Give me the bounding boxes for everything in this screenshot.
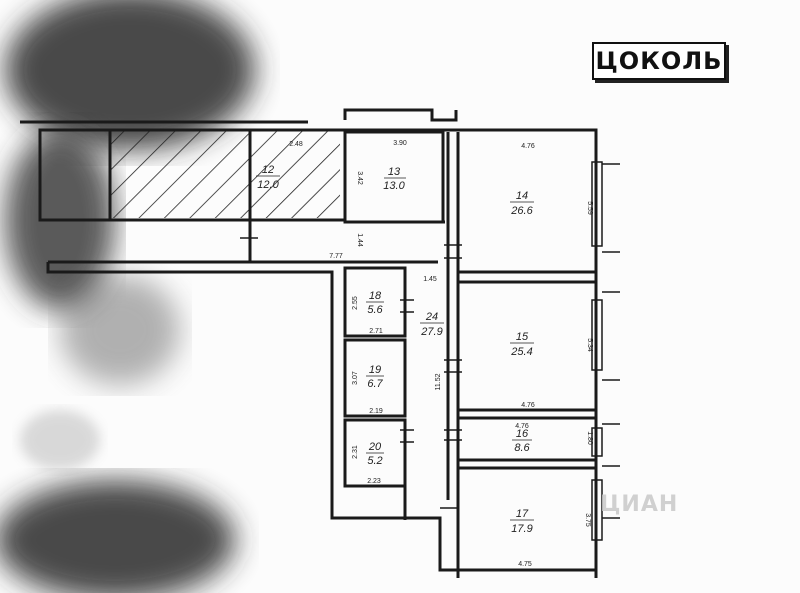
room-number: 19 [369, 364, 381, 376]
room-area: 6.7 [367, 378, 383, 390]
room-number: 14 [516, 190, 528, 202]
scan-noise [0, 0, 255, 593]
dimension: 2.23 [367, 478, 381, 485]
dimension: 2.48 [289, 141, 303, 148]
room-area: 26.6 [510, 205, 533, 217]
room-area: 5.2 [367, 455, 382, 467]
dimension: 3.07 [352, 371, 359, 385]
dimension: 2.71 [369, 328, 383, 335]
dimension: 7.77 [329, 253, 343, 260]
dimension: 4.76 [515, 423, 529, 430]
room-number: 13 [388, 166, 401, 178]
room-number: 20 [368, 441, 382, 453]
dimension: 3.42 [356, 171, 363, 185]
room-number: 17 [516, 508, 529, 520]
dimension: 2.19 [369, 408, 383, 415]
watermark: ЦИАН [600, 492, 679, 517]
room-area: 17.9 [511, 523, 532, 535]
room-number: 16 [516, 428, 529, 440]
room-area: 12.0 [257, 179, 279, 191]
room-number: 18 [369, 290, 382, 302]
dimension: 5.59 [586, 201, 593, 215]
room-area: 8.6 [514, 442, 530, 454]
door-marks [240, 237, 462, 509]
dimension-labels: 3.90 4.76 5.59 7.77 1.45 2.55 2.71 3.07 … [289, 140, 593, 568]
room-area: 25.4 [510, 346, 532, 358]
room-area: 13.0 [383, 180, 405, 192]
room-area: 27.9 [420, 326, 442, 338]
room-labels: 13 13.0 14 26.6 15 25.4 16 8.6 17 17.9 1… [256, 164, 534, 535]
dimension: 4.76 [521, 143, 535, 150]
dimension: 2.31 [352, 445, 359, 459]
dimension: 2.55 [352, 296, 359, 310]
dimension: 1.44 [356, 233, 363, 247]
hatched-area [110, 130, 340, 218]
dimension: 4.75 [518, 561, 532, 568]
dimension: 3.90 [393, 140, 407, 147]
dimension: 1.80 [586, 431, 593, 445]
dimension: 11.52 [435, 373, 442, 390]
room-number: 24 [425, 311, 438, 323]
room-number: 15 [516, 331, 529, 343]
dimension: 3.75 [584, 513, 591, 527]
room-area: 5.6 [367, 304, 383, 316]
room-number: 12 [262, 164, 274, 176]
plan-title: ЦОКОЛЬ [592, 42, 726, 80]
dimension: 5.34 [586, 338, 593, 352]
dimension: 1.45 [423, 276, 437, 283]
windows [591, 161, 620, 541]
dimension: 4.76 [521, 402, 535, 409]
